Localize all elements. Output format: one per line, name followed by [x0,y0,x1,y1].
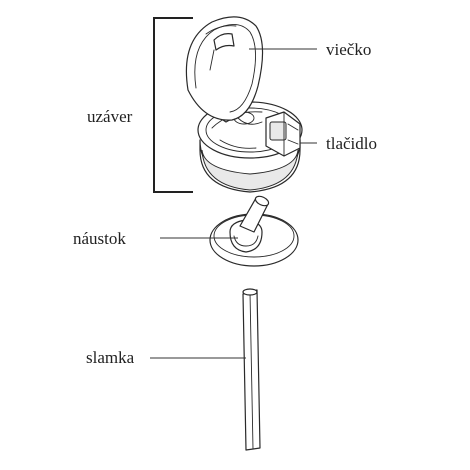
straw [242,288,261,451]
mouthpiece-label: náustok [73,229,126,248]
mouthpiece [209,195,299,267]
button-label: tlačidlo [326,134,377,153]
closure-assembly [153,16,303,193]
closure-bracket [153,17,193,193]
lid [185,16,264,121]
push-button [265,111,301,157]
lid-label: viečko [326,40,371,59]
closure-label: uzáver [87,107,133,126]
straw-label: slamka [86,348,135,367]
